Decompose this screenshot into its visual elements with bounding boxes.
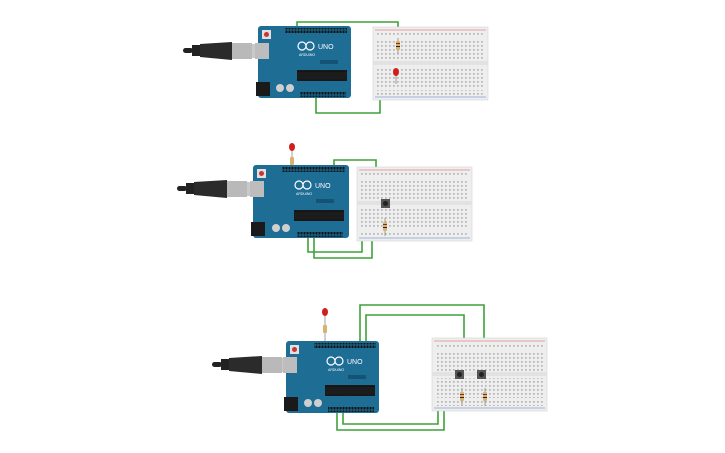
arduino-uno[interactable]: UNO ARDUINO [255,26,351,98]
arduino-uno[interactable]: UNO ARDUINO [283,341,379,413]
led[interactable] [289,143,295,168]
breadboard[interactable] [431,337,548,412]
board-model-label: UNO [318,44,334,51]
resistor[interactable] [383,218,387,236]
pushbutton[interactable] [381,199,390,208]
breadboard[interactable] [372,26,489,101]
resistor[interactable] [483,388,487,406]
board-model-label: UNO [347,359,363,366]
breadboard[interactable] [356,166,473,242]
circuit-3: UNO ARDUINO [212,304,548,431]
resistor[interactable] [396,38,400,54]
usb-cable[interactable] [212,356,292,374]
circuit-1: UNO ARDUINO [183,21,489,114]
board-brand-label: ARDUINO [299,53,315,57]
board-model-label: UNO [315,183,331,190]
pushbutton[interactable] [455,370,464,379]
board-brand-label: ARDUINO [296,192,312,196]
resistor[interactable] [460,388,464,406]
led[interactable] [322,308,328,343]
usb-cable[interactable] [183,42,262,60]
led[interactable] [393,68,399,84]
usb-cable[interactable] [177,180,257,198]
board-brand-label: ARDUINO [328,368,344,372]
arduino-uno[interactable]: UNO ARDUINO [250,165,349,238]
pushbutton[interactable] [477,370,486,379]
circuit-2: UNO ARDUINO [177,143,473,259]
